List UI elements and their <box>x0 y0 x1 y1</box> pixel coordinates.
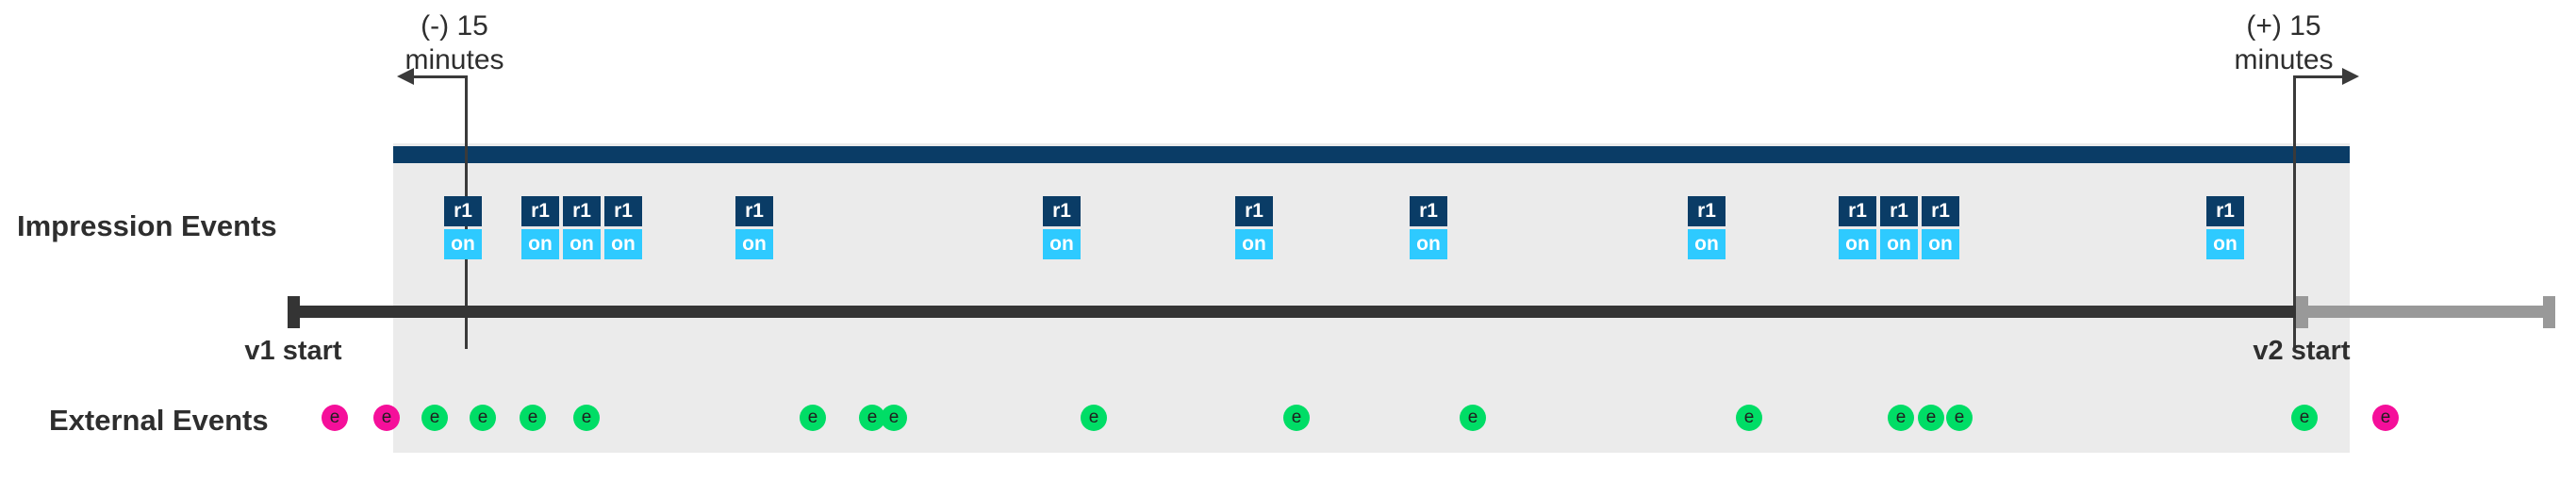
external-event-dot[interactable]: e <box>881 405 907 431</box>
annotation-right-arrow-stem <box>2295 75 2344 78</box>
external-event-dot[interactable]: e <box>322 405 348 431</box>
badge-r1: r1 <box>1922 196 1959 226</box>
external-event-dot[interactable]: e <box>2291 405 2318 431</box>
arrow-right-icon <box>2342 68 2359 85</box>
badge-r1: r1 <box>444 196 482 226</box>
annotation-plus-15-minutes: (+) 15 minutes <box>2189 9 2378 77</box>
badge-on: on <box>444 229 482 259</box>
badge-r1: r1 <box>1839 196 1876 226</box>
annotation-right-dropline <box>2293 75 2296 349</box>
badge-r1: r1 <box>1235 196 1273 226</box>
badge-on: on <box>1235 229 1273 259</box>
badge-on: on <box>735 229 773 259</box>
badge-r1: r1 <box>1880 196 1918 226</box>
external-event-dot[interactable]: e <box>2372 405 2399 431</box>
annotation-right-line1: (+) 15 <box>2246 10 2321 41</box>
external-event-dot[interactable]: e <box>573 405 600 431</box>
badge-r1: r1 <box>563 196 601 226</box>
badge-r1: r1 <box>1688 196 1726 226</box>
timeline-label-v1-start: v1 start <box>244 336 342 366</box>
badge-on: on <box>1922 229 1959 259</box>
version-bar <box>393 146 2350 163</box>
attribution-window-band <box>393 143 2350 453</box>
external-event-dot[interactable]: e <box>1081 405 1107 431</box>
external-event-dot[interactable]: e <box>1946 405 1973 431</box>
badge-on: on <box>1880 229 1918 259</box>
badge-on: on <box>1043 229 1081 259</box>
timeline-cap-start <box>288 296 300 328</box>
external-event-dot[interactable]: e <box>1283 405 1310 431</box>
annotation-minus-15-minutes: (-) 15 minutes <box>360 9 549 77</box>
annotation-right-line2: minutes <box>2234 44 2334 75</box>
arrow-left-icon <box>397 68 414 85</box>
badge-on: on <box>604 229 642 259</box>
badge-on: on <box>1410 229 1447 259</box>
timeline-segment-v1 <box>288 306 2296 318</box>
timeline-segment-v2 <box>2296 306 2555 318</box>
external-event-dot[interactable]: e <box>520 405 546 431</box>
external-event-dot[interactable]: e <box>373 405 400 431</box>
external-event-dot[interactable]: e <box>1736 405 1762 431</box>
external-event-dot[interactable]: e <box>1460 405 1486 431</box>
timeline-cap-end <box>2543 296 2555 328</box>
timeline-label-v2-start: v2 start <box>2253 336 2351 366</box>
badge-on: on <box>2206 229 2244 259</box>
badge-r1: r1 <box>1043 196 1081 226</box>
external-event-dot[interactable]: e <box>800 405 826 431</box>
impression-events-label: Impression Events <box>17 209 277 242</box>
external-events-label: External Events <box>49 404 269 437</box>
annotation-left-arrow-stem <box>412 75 467 78</box>
external-event-dot[interactable]: e <box>421 405 448 431</box>
timeline-cap-v2 <box>2296 296 2308 328</box>
annotation-left-line2: minutes <box>405 44 504 75</box>
badge-r1: r1 <box>521 196 559 226</box>
external-event-dot[interactable]: e <box>1888 405 1914 431</box>
badge-r1: r1 <box>1410 196 1447 226</box>
badge-r1: r1 <box>2206 196 2244 226</box>
badge-on: on <box>521 229 559 259</box>
badge-r1: r1 <box>604 196 642 226</box>
external-event-dot[interactable]: e <box>470 405 496 431</box>
external-event-dot[interactable]: e <box>1918 405 1944 431</box>
annotation-left-line1: (-) 15 <box>421 10 488 41</box>
badge-r1: r1 <box>735 196 773 226</box>
badge-on: on <box>1688 229 1726 259</box>
badge-on: on <box>563 229 601 259</box>
badge-on: on <box>1839 229 1876 259</box>
